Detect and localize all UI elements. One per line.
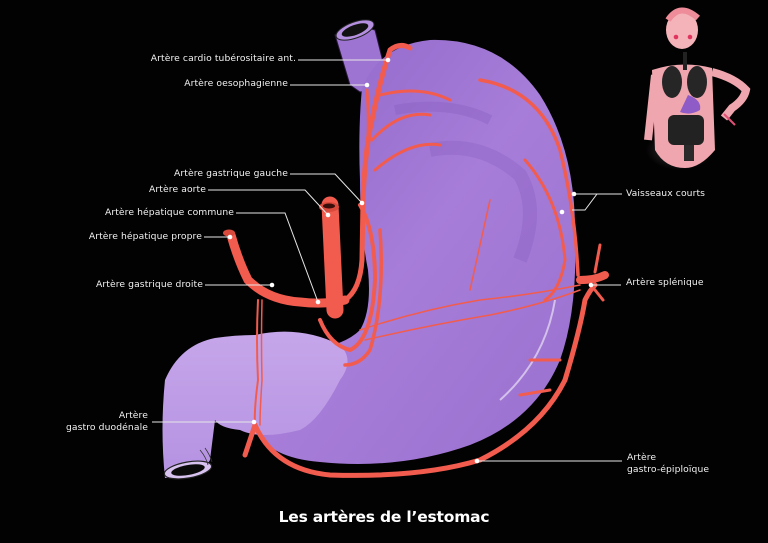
label-line-2: gastro duodénale	[66, 422, 148, 433]
label-line-1: Artère	[118, 410, 148, 421]
label-vaisseaux-courts: Vaisseaux courts	[626, 188, 706, 199]
label-artere-hepatique-propre: Artère hépatique propre	[88, 231, 202, 242]
label-artere-cardio-tuberositaire: Artère cardio tubérositaire ant.	[150, 53, 296, 64]
label-artere-splenique: Artère splénique	[626, 277, 704, 288]
label-artere-aorte: Artère aorte	[149, 184, 206, 195]
leader-lines	[152, 59, 622, 462]
label-artere-oesophagienne: Artère oesophagienne	[184, 78, 288, 89]
label-line-1: Artère	[627, 452, 657, 463]
arteries	[223, 42, 609, 478]
label-artere-gastrique-gauche: Artère gastrique gauche	[174, 168, 288, 179]
figure-title: Les artères de l’estomac	[278, 508, 490, 526]
label-artere-gastro-duodenale: Artère gastro duodénale	[40, 410, 148, 434]
label-line-2: gastro-épiploïque	[627, 464, 710, 475]
label-artere-gastrique-droite: Artère gastrique droite	[95, 279, 203, 290]
inset-human-figure	[644, 7, 751, 170]
label-artere-gastro-epiploique: Artère gastro-épiploïque	[627, 452, 709, 476]
label-artere-hepatique-commune: Artère hépatique commune	[104, 207, 234, 218]
leader-dots	[227, 57, 594, 464]
